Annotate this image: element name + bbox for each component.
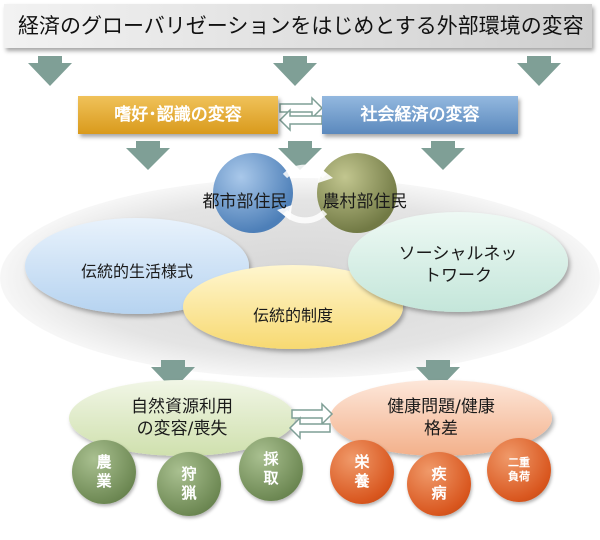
cycle-arrowhead-bottom [277, 205, 292, 220]
external-environment-banner: 経済のグローバリゼーションをはじめとする外部環境の変容 [4, 4, 592, 48]
cycle-arrowhead-top [318, 168, 333, 183]
gathering-line2: 取 [263, 469, 279, 487]
network-ellipse [348, 212, 568, 312]
health-label-line1: 健康問題/健康 [387, 397, 495, 417]
arrow-down-to-health [416, 360, 460, 390]
disease-node: 疾病 [407, 452, 471, 516]
gathering-node: 採取 [239, 437, 303, 501]
preference-factor-box: 嗜好･認識の変容 [78, 96, 278, 134]
factor-arrows [126, 141, 465, 170]
agriculture-line1: 農 [96, 453, 112, 472]
socioeconomic-factor-label: 社会経済の変容 [360, 105, 480, 125]
network-label-line1: ソーシャルネッ [398, 244, 518, 264]
resource-label-line1: 自然資源利用 [131, 397, 233, 417]
socioeconomic-factor-box: 社会経済の変容 [322, 96, 518, 134]
disease-line2: 病 [431, 484, 447, 502]
gathering-line1: 採 [263, 450, 279, 469]
network-label: ソーシャルネッ トワーク [378, 243, 538, 287]
institution-ellipse [183, 265, 403, 349]
nutrition-line1: 栄 [354, 453, 370, 472]
hunting-node: 狩猟 [157, 452, 221, 516]
arrow-down-right-2 [421, 141, 465, 170]
health-label: 健康問題/健康 格差 [371, 396, 511, 440]
nutrition-line2: 養 [354, 472, 370, 490]
hunting-line1: 狩 [181, 465, 197, 484]
resource-label: 自然資源利用 の変容/喪失 [112, 396, 252, 440]
arrow-down-to-resources [151, 360, 195, 390]
health-ellipse [330, 380, 552, 456]
rural-residents-circle [317, 153, 397, 233]
hunting-line2: 猟 [181, 484, 197, 502]
resource-label-line2: の変容/喪失 [136, 419, 228, 439]
arrow-down-left [28, 56, 72, 86]
health-label-line2: 格差 [424, 419, 458, 439]
disease-line1: 疾 [431, 465, 447, 484]
preference-factor-label: 嗜好･認識の変容 [114, 105, 242, 125]
agriculture-node: 農業 [72, 440, 136, 504]
lifestyle-label: 伝統的生活様式 [80, 262, 193, 281]
arrow-down-center-2 [278, 141, 322, 170]
double-burden-line1: 二重 [508, 456, 530, 470]
arrow-down-left-2 [126, 141, 170, 170]
banner-arrows [28, 56, 561, 86]
double-burden-line2: 負荷 [508, 470, 530, 483]
double-burden-node: 二重負荷 [487, 438, 551, 502]
resource-ellipse [69, 380, 295, 456]
factor-exchange-arrow [278, 96, 324, 132]
urban-residents-circle [213, 153, 293, 233]
network-label-line2: トワーク [424, 266, 492, 286]
nutrition-node: 栄養 [330, 440, 394, 504]
rural-residents-label: 農村部住民 [322, 192, 408, 212]
outcome-exchange-arrow [288, 402, 334, 440]
arrow-down-center [273, 56, 317, 86]
arrow-down-right [517, 56, 561, 86]
core-arrows [151, 360, 460, 390]
institution-label: 伝統的制度 [252, 306, 333, 325]
agriculture-line2: 業 [96, 472, 112, 490]
banner-text: 経済のグローバリゼーションをはじめとする外部環境の変容 [18, 14, 584, 38]
urban-residents-label: 都市部住民 [202, 192, 288, 212]
